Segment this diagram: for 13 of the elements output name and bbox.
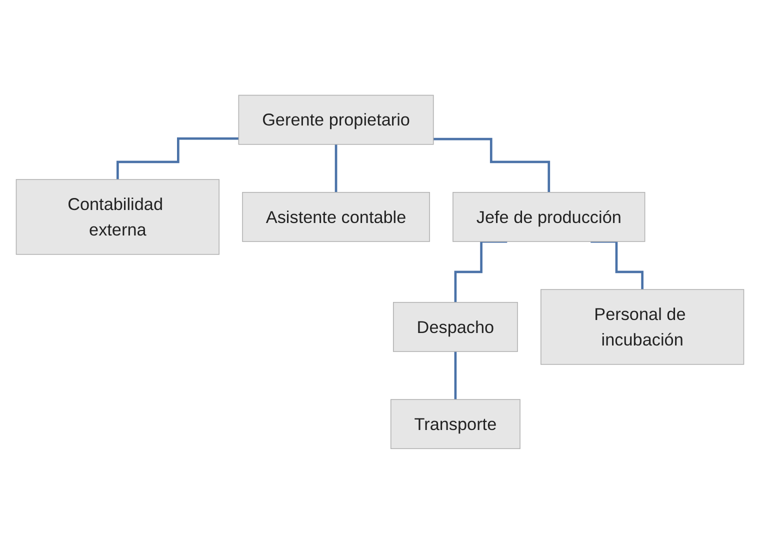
connector — [454, 240, 508, 304]
connector — [433, 138, 550, 194]
connector — [334, 143, 338, 194]
node-box: Transporte — [390, 399, 520, 450]
connector — [454, 350, 457, 401]
node-box: Contabilidad externa — [16, 179, 220, 255]
node-box: Asistente contable — [242, 192, 430, 242]
connector — [116, 137, 239, 181]
node-box: Personal de incubación — [540, 289, 744, 365]
node-box: Gerente propietario — [238, 94, 434, 145]
connector — [590, 240, 644, 291]
node-box: Despacho — [393, 302, 518, 352]
node-box: Jefe de producción — [452, 192, 646, 242]
